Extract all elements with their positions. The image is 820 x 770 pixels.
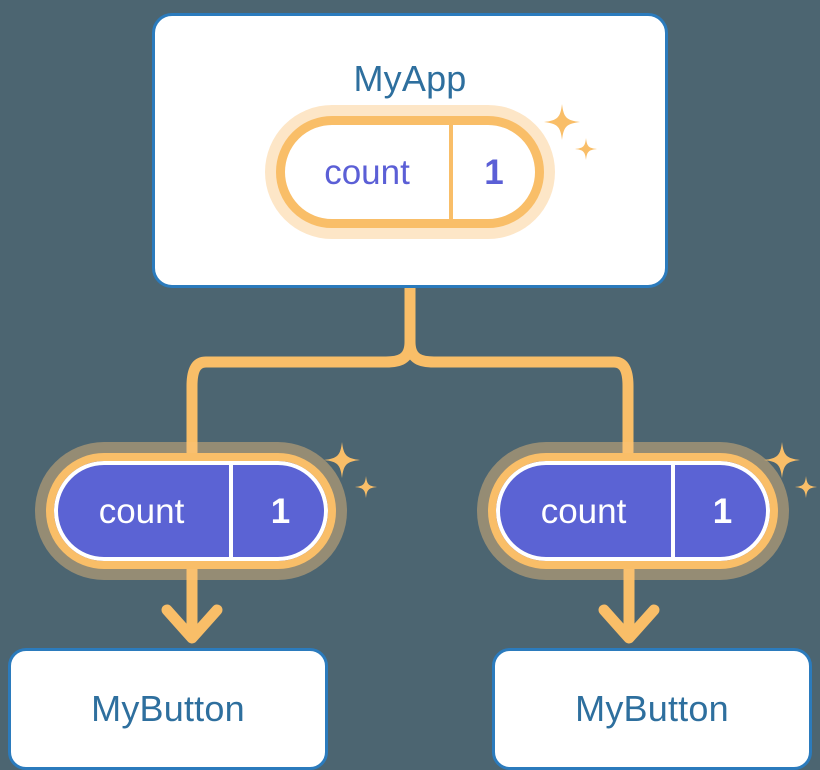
component-label: MyButton <box>575 688 729 729</box>
state-pill-child-right-wrapper: count 1 <box>488 453 778 569</box>
state-pill-child-left[interactable]: count 1 <box>46 453 336 569</box>
arrow-down-icon-left <box>161 564 223 644</box>
page-title: MyApp <box>353 58 467 99</box>
sparkle-small-icon <box>355 476 377 498</box>
state-pill-root-wrapper: count 1 <box>276 116 544 228</box>
branch-connector-icon-right <box>404 336 634 458</box>
state-value-label: 1 <box>484 152 504 192</box>
state-value-label: 1 <box>270 491 291 531</box>
state-key-label: count <box>496 461 675 561</box>
sparkle-small-icon <box>795 476 817 498</box>
state-pill-child-left-wrapper: count 1 <box>46 453 336 569</box>
state-pill-root[interactable]: count 1 <box>276 116 544 228</box>
arrow-down-icon-right <box>598 564 660 644</box>
component-label: MyButton <box>91 688 245 729</box>
component-card-mybutton-right[interactable]: MyButton <box>492 648 812 770</box>
state-key-label: count <box>285 125 453 219</box>
state-value-label: 1 <box>712 491 733 531</box>
state-key-label: count <box>54 461 233 561</box>
state-pill-child-right[interactable]: count 1 <box>488 453 778 569</box>
branch-connector-icon <box>186 282 416 458</box>
component-card-mybutton-left[interactable]: MyButton <box>8 648 328 770</box>
